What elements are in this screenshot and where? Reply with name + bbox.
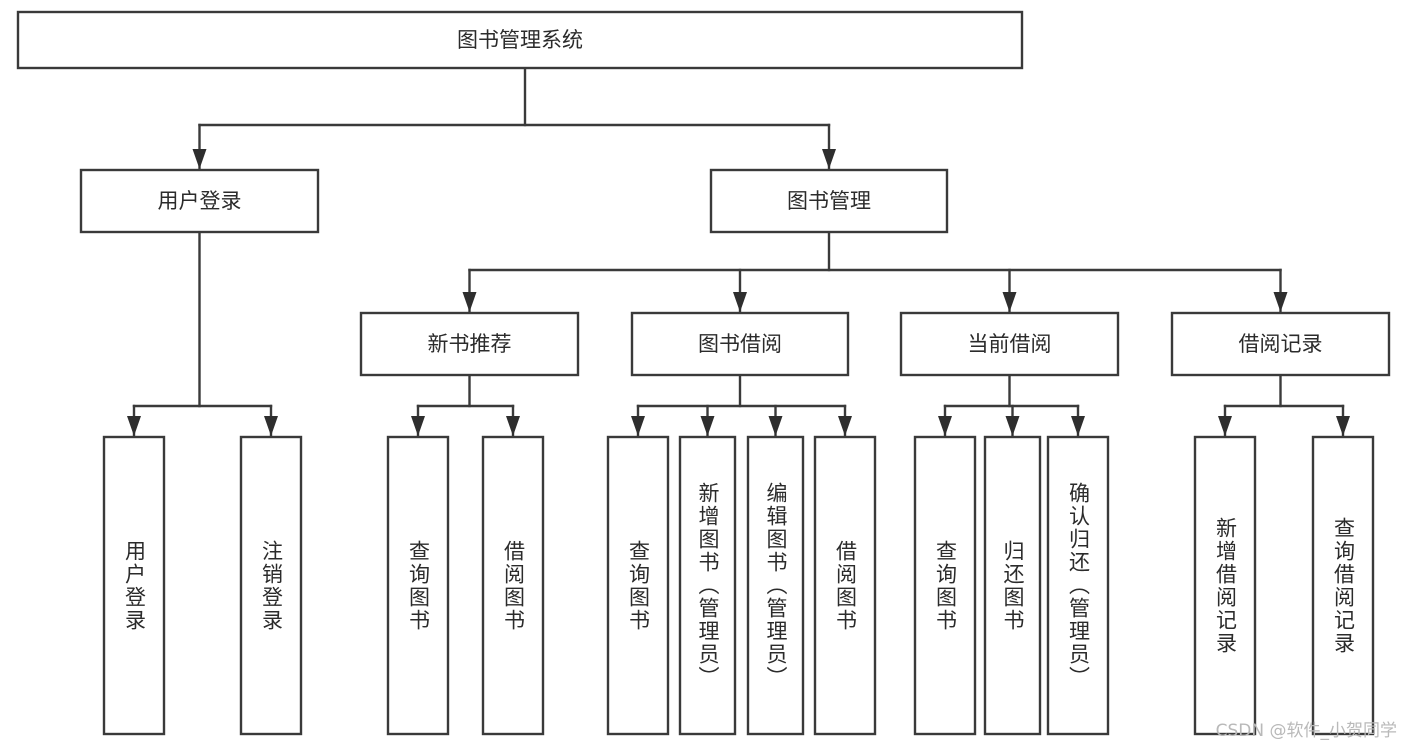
arrow-head-icon <box>264 416 278 436</box>
node-leaf-3[interactable] <box>481 435 545 736</box>
node-leaf-11[interactable] <box>1193 435 1257 736</box>
node-level3-label-3: 借阅记录 <box>1239 332 1323 356</box>
node-leaf-0[interactable] <box>102 435 166 736</box>
arrow-head-icon <box>938 416 952 436</box>
arrow-head-icon <box>631 416 645 436</box>
node-level3-1[interactable] <box>630 311 850 377</box>
arrow-head-icon <box>700 416 715 436</box>
node-level2-label-0: 用户登录 <box>158 189 242 213</box>
node-level3-2[interactable] <box>899 311 1120 377</box>
arrow-head-icon <box>1002 292 1017 312</box>
arrow-head-icon <box>506 416 520 436</box>
arrow-head-icon <box>462 292 477 312</box>
node-leaf-12[interactable] <box>1311 435 1375 736</box>
node-level2-1[interactable] <box>709 168 949 234</box>
connector-layer <box>127 66 1350 437</box>
arrow-head-icon <box>768 416 783 436</box>
node-leaf-6[interactable] <box>746 435 805 736</box>
arrow-head-icon <box>838 416 852 436</box>
node-level3-label-2: 当前借阅 <box>968 332 1052 356</box>
arrow-head-icon <box>1071 416 1085 436</box>
arrow-head-icon <box>822 149 836 169</box>
node-leaf-7[interactable] <box>813 435 877 736</box>
node-level3-label-0: 新书推荐 <box>428 332 512 356</box>
arrow-head-icon <box>1336 416 1350 436</box>
node-level3-0[interactable] <box>359 311 580 377</box>
node-root[interactable] <box>16 10 1024 70</box>
arrow-head-icon <box>1273 292 1288 312</box>
node-leaf-5[interactable] <box>678 435 737 736</box>
node-leaf-1[interactable] <box>239 435 303 736</box>
watermark: CSDN @软件_小贺同学 <box>1215 721 1397 741</box>
arrow-head-icon <box>1005 416 1020 436</box>
node-level3-label-1: 图书借阅 <box>698 332 782 356</box>
node-leaf-4[interactable] <box>606 435 670 736</box>
arrow-head-icon <box>127 416 141 436</box>
node-level2-label-1: 图书管理 <box>787 189 871 213</box>
node-leaf-10[interactable] <box>1046 435 1110 736</box>
arrow-head-icon <box>192 149 207 169</box>
arrow-head-icon <box>733 292 747 312</box>
arrow-head-icon <box>411 416 425 436</box>
node-root-label: 图书管理系统 <box>457 28 583 52</box>
node-level2-0[interactable] <box>79 168 320 234</box>
node-leaf-9[interactable] <box>983 435 1042 736</box>
node-leaf-2[interactable] <box>386 435 450 736</box>
arrow-head-icon <box>1218 416 1232 436</box>
node-level3-3[interactable] <box>1170 311 1391 377</box>
node-leaf-8[interactable] <box>913 435 977 736</box>
